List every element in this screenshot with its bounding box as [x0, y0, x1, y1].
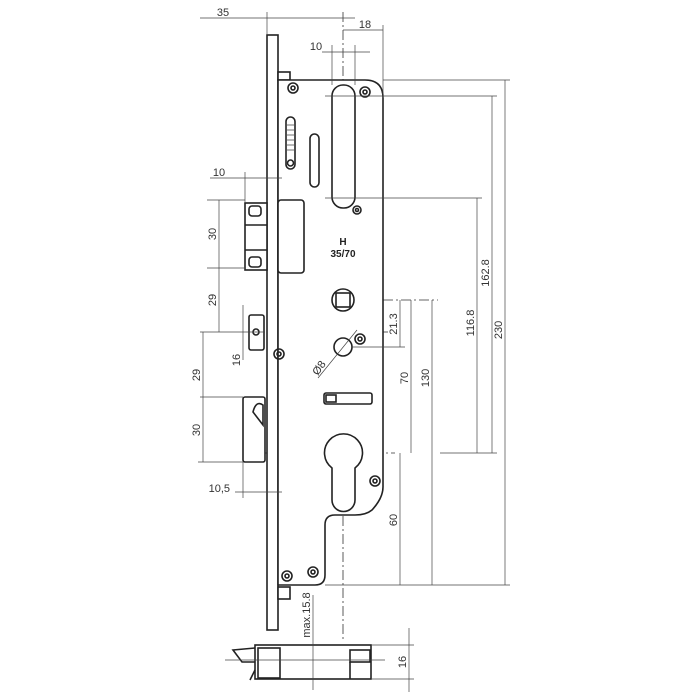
dim-hook-projection: 10,5	[209, 483, 230, 495]
dim-spindle-to-bottom: 130	[420, 369, 432, 387]
bottom-view	[225, 644, 385, 681]
dim-spindle-to-hole: 21.3	[388, 313, 400, 334]
dim-latch-projection: 10	[213, 167, 225, 179]
screw-holes	[273, 82, 381, 582]
dim-max-thickness: max.15.8	[301, 592, 313, 637]
marking-line1: H	[339, 237, 346, 248]
latch-bolt	[244, 202, 268, 271]
dim-cylinder-to-bottom: 60	[388, 514, 400, 526]
dim-latch-height: 30	[207, 228, 219, 240]
spring-pin	[286, 159, 295, 167]
dim-case-depth: 16	[397, 656, 409, 668]
deadbolt	[248, 314, 265, 351]
dim-top-slot-to-cylinder: 162.8	[480, 259, 492, 287]
guide-slot	[309, 133, 320, 188]
dim-hook-height: 30	[191, 424, 203, 436]
latch-housing	[277, 199, 305, 274]
dim-slot-to-cylinder: 116.8	[465, 310, 477, 337]
top-slot	[331, 84, 356, 209]
dim-deadbolt-to-hook: 29	[191, 369, 203, 381]
dimension-lines	[198, 12, 510, 692]
dim-18: 18	[359, 19, 371, 31]
hook-bolt	[242, 396, 266, 463]
dim-case-height: 230	[493, 321, 505, 339]
faceplate-tab-bottom	[277, 586, 291, 600]
dim-slot-width: 10	[310, 41, 322, 53]
middle-slot	[323, 392, 373, 405]
marking-line2: 35/70	[330, 249, 355, 260]
faceplate	[266, 34, 279, 631]
dim-deadbolt-height: 16	[231, 354, 243, 366]
dim-latch-to-deadbolt: 29	[207, 294, 219, 306]
dim-backset: 35	[217, 7, 229, 19]
euro-cylinder-cutout	[323, 433, 364, 513]
spindle-hub	[331, 288, 355, 312]
spindle-square	[335, 292, 351, 308]
lock-case	[277, 79, 384, 586]
spring-icon	[287, 124, 294, 151]
faceplate-tab-top	[277, 71, 291, 81]
spring-slot	[285, 116, 296, 170]
dim-spindle-to-cylinder: 70	[399, 372, 411, 384]
